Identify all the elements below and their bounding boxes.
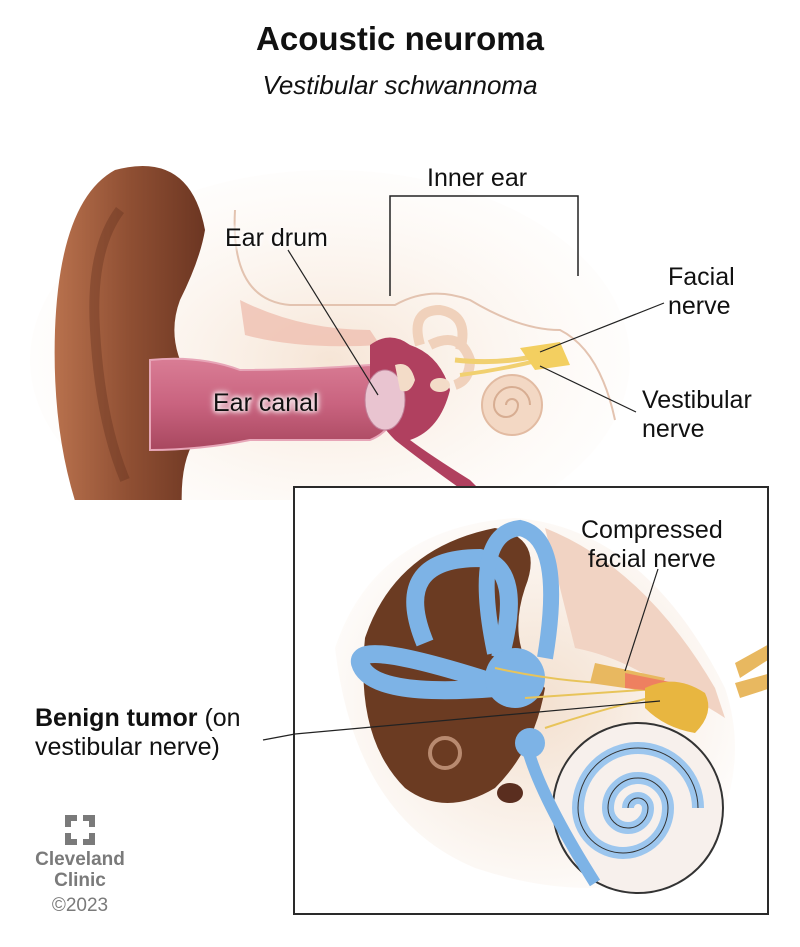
inset-detail-panel: Compressed facial nerve (293, 486, 769, 915)
label-vestibular-nerve-line1: Vestibular (642, 386, 752, 414)
label-compressed-facial-nerve: Compressed facial nerve (581, 516, 723, 574)
logo-name-line1: Cleveland (35, 849, 125, 870)
label-benign-tumor-rest: (on (197, 704, 241, 732)
label-benign-tumor-line1: Benign tumor (on (35, 704, 241, 733)
label-vestibular-nerve-line2: nerve (642, 415, 705, 443)
label-vestibular-nerve: Vestibular nerve (642, 386, 752, 444)
label-compressed-line1: Compressed (581, 516, 723, 544)
label-compressed-line2: facial nerve (587, 545, 716, 573)
inner-ear-bracket (389, 195, 579, 296)
label-benign-tumor: Benign tumor (on vestibular nerve) (35, 704, 241, 762)
ear-anatomy-illustration (30, 166, 665, 500)
cleveland-clinic-cross-icon (65, 815, 95, 845)
copyright-text: ©2023 (51, 895, 109, 916)
cleveland-clinic-logo: Cleveland Clinic ©2023 (30, 815, 130, 917)
page-title: Acoustic neuroma (256, 20, 544, 57)
tumor-shape (645, 681, 709, 733)
label-ear-drum: Ear drum (225, 224, 328, 252)
label-benign-tumor-bold: Benign tumor (35, 704, 198, 732)
label-ear-canal: Ear canal (213, 389, 319, 417)
label-facial-nerve: Facial nerve (668, 263, 735, 321)
label-facial-nerve-line1: Facial (668, 263, 735, 291)
logo-name-line2: Clinic (54, 870, 106, 891)
inner-ear-closeup-illustration (295, 518, 767, 894)
label-benign-tumor-line2: vestibular nerve) (35, 733, 220, 761)
label-inner-ear: Inner ear (427, 164, 528, 192)
page-subtitle: Vestibular schwannoma (262, 70, 538, 100)
label-facial-nerve-line2: nerve (668, 292, 731, 320)
